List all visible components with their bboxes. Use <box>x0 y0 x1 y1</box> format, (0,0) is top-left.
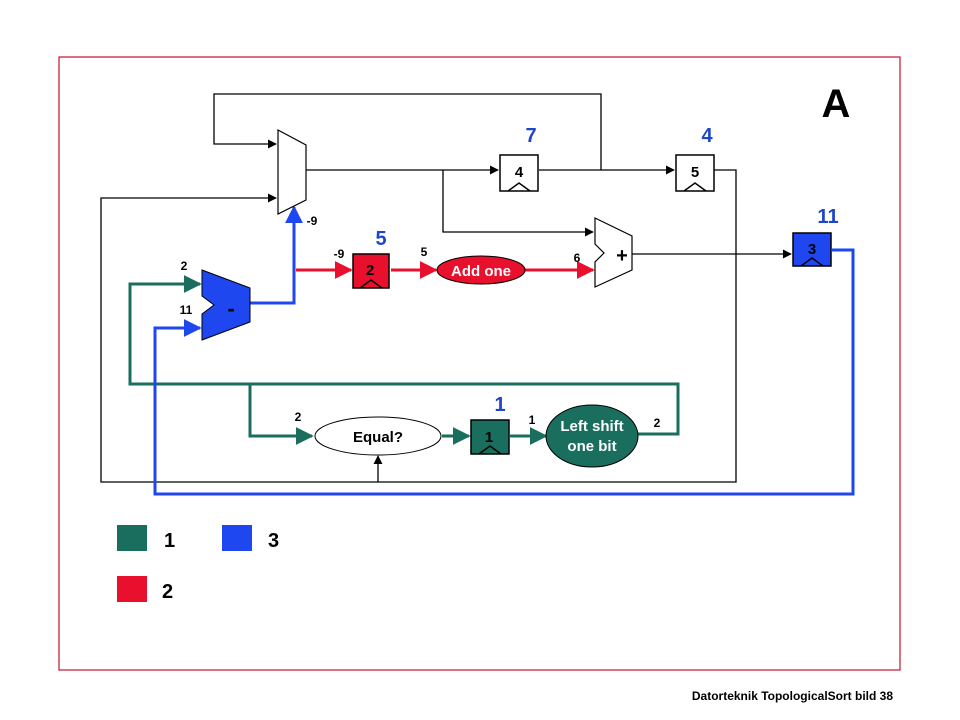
blue-wires <box>153 205 855 496</box>
adder-symbol: + <box>616 245 628 267</box>
page-letter: A <box>822 82 851 126</box>
wire-value-labels: -9 -9 5 6 2 11 2 1 2 <box>180 214 661 430</box>
wire-value-sub-top: 2 <box>181 259 188 273</box>
register-1: 1 <box>470 419 510 455</box>
register-2: 2 <box>352 253 390 289</box>
wire-value-sub-bottom: 11 <box>180 303 193 317</box>
wire-value-shift-in: 1 <box>529 413 536 427</box>
register-1-label: 1 <box>485 429 493 446</box>
register-5-label: 5 <box>691 164 699 181</box>
register-1-annotation: 1 <box>494 394 505 416</box>
register-2-label: 2 <box>366 262 374 279</box>
wire-value-r2-in: -9 <box>334 247 345 261</box>
legend-swatch-3 <box>222 525 252 551</box>
slide-frame <box>58 56 901 671</box>
adder <box>594 217 633 288</box>
equal-label: Equal? <box>353 429 403 446</box>
black-wires <box>100 93 792 483</box>
legend-label-1: 1 <box>164 530 175 552</box>
register-5: 5 <box>675 154 715 192</box>
wire-value-add-in: 5 <box>421 245 428 259</box>
subtractor <box>201 269 251 341</box>
register-5-annotation: 4 <box>701 125 713 147</box>
register-2-annotation: 5 <box>375 228 386 250</box>
wire-value-adder-in: 6 <box>574 251 581 265</box>
left-shift-label-line1: Left shift <box>560 418 623 435</box>
footer-text: Datorteknik TopologicalSort bild 38 <box>692 689 893 703</box>
subtractor-symbol: - <box>227 296 234 321</box>
register-4: 4 <box>499 154 539 192</box>
legend-label-2: 2 <box>162 581 173 603</box>
register-3-annotation: 11 <box>817 206 838 228</box>
green-wires <box>128 275 680 445</box>
register-4-label: 4 <box>515 164 524 181</box>
equal-comparator <box>314 416 442 456</box>
add-one-label: Add one <box>451 263 511 280</box>
multiplexer <box>277 128 307 215</box>
legend-swatch-2 <box>117 576 147 602</box>
register-4-annotation: 7 <box>525 125 536 147</box>
left-shift-unit <box>545 404 639 468</box>
add-one-unit <box>436 255 526 285</box>
register-3: 3 <box>792 232 832 267</box>
left-shift-label-line2: one bit <box>567 438 616 455</box>
wire-value-mux-out: -9 <box>307 214 318 228</box>
legend-label-3: 3 <box>268 530 279 552</box>
wire-value-equal-in: 2 <box>295 410 302 424</box>
wire-value-shift-out: 2 <box>654 416 661 430</box>
register-3-label: 3 <box>808 241 816 258</box>
legend: 1 3 2 <box>117 525 279 603</box>
legend-swatch-1 <box>117 525 147 551</box>
